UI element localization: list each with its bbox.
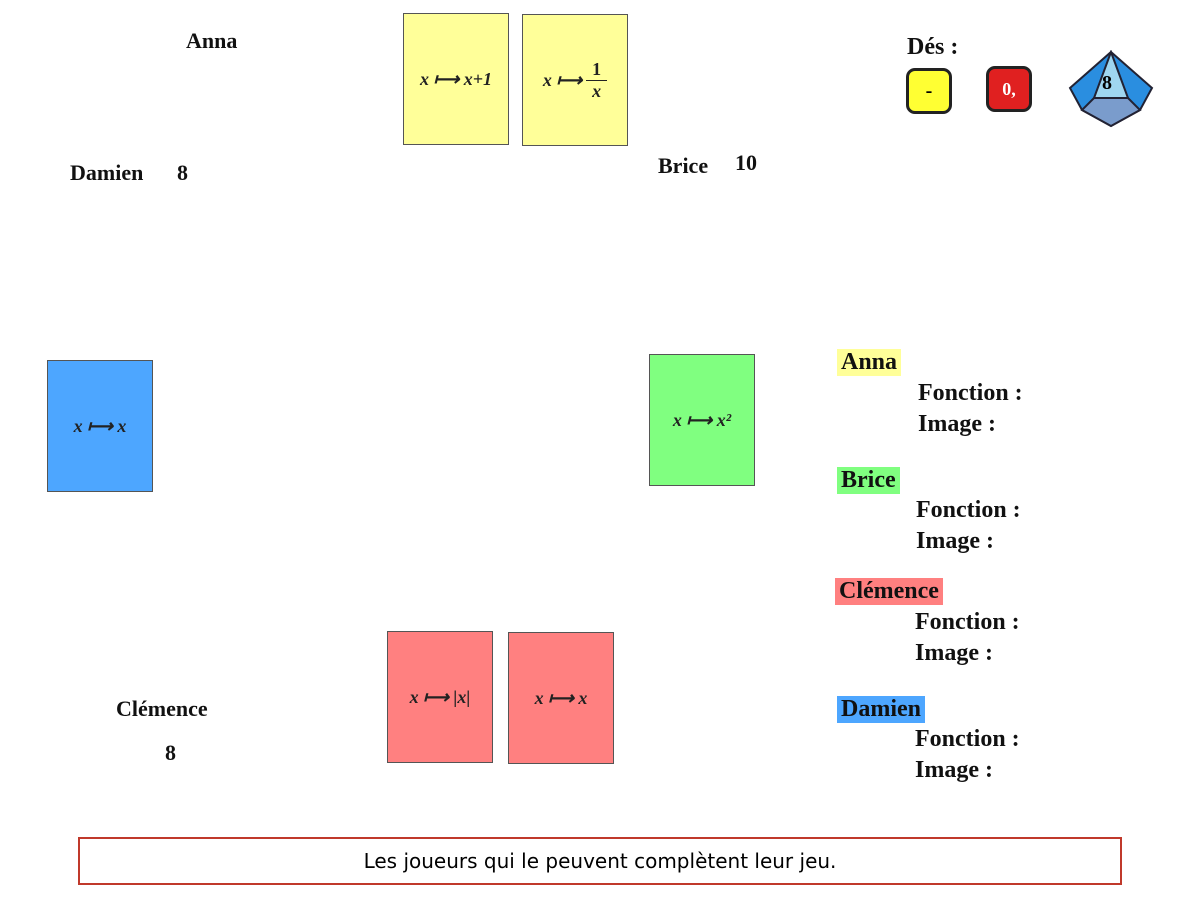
fonction-label: Fonction :	[915, 726, 1020, 752]
player-score-damien: 8	[177, 160, 188, 185]
card-formula: x ⟼ x+1	[419, 68, 493, 89]
dice-title: Dés :	[907, 34, 959, 60]
player-name-brice: Brice	[658, 153, 709, 178]
image-label: Image :	[916, 528, 994, 554]
card-clemence-1[interactable]: x ⟼ |x|	[387, 631, 493, 763]
player-name-damien: Damien	[70, 160, 144, 185]
panel-name-anna: Anna	[837, 349, 902, 376]
image-label: Image :	[918, 411, 996, 437]
die-yellow[interactable]: -	[906, 68, 952, 114]
player-name-anna: Anna	[186, 28, 238, 53]
card-anna-1[interactable]: x ⟼ x+1	[403, 13, 509, 145]
status-message: Les joueurs qui le peuvent complètent le…	[78, 837, 1122, 885]
die-red[interactable]: 0,	[986, 66, 1032, 112]
fonction-label: Fonction :	[916, 497, 1021, 523]
card-formula: x ⟼ x	[534, 687, 588, 708]
card-formula: x ⟼ x²	[672, 409, 732, 430]
player-score-clemence: 8	[165, 740, 176, 765]
fonction-label: Fonction :	[915, 609, 1020, 635]
card-clemence-2[interactable]: x ⟼ x	[508, 632, 614, 764]
player-name-clemence: Clémence	[116, 696, 208, 721]
player-score-brice: 10	[735, 150, 757, 175]
numerator: 1	[586, 59, 608, 81]
denominator: x	[592, 80, 602, 101]
card-formula: x ⟼ x	[73, 415, 127, 436]
image-label: Image :	[915, 640, 993, 666]
panel-name-clemence: Clémence	[835, 578, 943, 605]
panel-name-brice: Brice	[837, 467, 900, 494]
fonction-label: Fonction :	[918, 380, 1023, 406]
card-formula: x ⟼ |x|	[409, 686, 471, 707]
d10-value: 8	[1102, 72, 1112, 94]
image-label: Image :	[915, 757, 993, 783]
card-damien-1[interactable]: x ⟼ x	[47, 360, 153, 492]
panel-name-damien: Damien	[837, 696, 925, 723]
card-brice-1[interactable]: x ⟼ x²	[649, 354, 755, 486]
d10-die-icon[interactable]: 8	[1068, 49, 1154, 128]
card-formula: x ⟼	[542, 69, 583, 90]
